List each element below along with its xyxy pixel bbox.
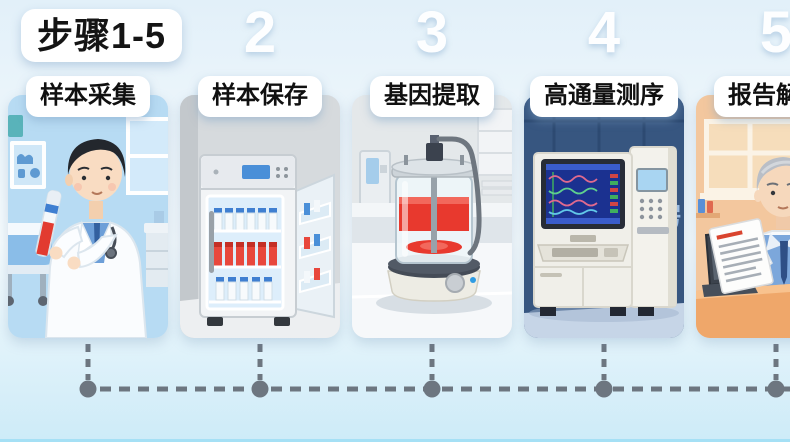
glass-vessel [391,135,482,264]
step-panel-sample-storage [180,95,340,338]
bottom-accent-strip [0,439,790,442]
timeline [79,344,790,398]
timeline-dot [767,380,785,398]
lid-connector [426,143,443,161]
step-panel-gene-extraction [352,95,512,338]
water-dispenser [359,150,391,206]
necktie [780,241,788,285]
report-document [708,218,774,294]
step-panel-report-interpretation [696,95,790,338]
gray-hair [756,157,790,191]
tube-rack-middle [209,242,281,269]
side-display [636,168,668,192]
doctor-figure [44,139,148,338]
timeline-dot [251,380,269,398]
dna-extraction-vessel-illustration [352,95,512,338]
step-panel-sample-collection [8,95,168,338]
sample-storage-freezer-illustration [180,95,340,338]
tube-rack-top [209,208,281,233]
door-handle [209,211,214,273]
tube-rack-bottom [209,277,281,304]
data-blocks [610,174,618,213]
title-badge: 步骤1-5 [21,9,183,62]
control-knob [445,273,465,293]
freezer-door-open [295,173,335,319]
wall-picture [10,141,46,189]
sequencer-tower [629,146,677,308]
button-grid [639,198,663,220]
step-label-report-interpretation: 报告解读 [714,76,790,117]
freezer-display [242,165,270,179]
step-number-5: 5 [759,0,790,65]
timeline-dot [595,380,613,398]
freezer-glass-door [205,194,285,311]
step-label-gene-extraction: 基因提取 [370,76,494,117]
sequencer-console [533,152,633,308]
wall-shelf-bottles [696,199,720,218]
timeline-dot [79,380,97,398]
doctor-collecting-blood-sample-illustration [8,95,168,338]
monitor-icon [8,115,23,137]
step-panel-sequencing: 房 [524,95,684,338]
timeline-dot [423,380,441,398]
sequencing-machine-illustration: 房 [524,95,684,338]
tubing [436,136,482,256]
window [126,117,168,195]
bedside-cart [144,211,168,287]
doctor-report-consultation-illustration [696,95,790,338]
step-number-4: 4 [587,0,621,65]
power-led [470,277,476,283]
step-number-2: 2 [243,0,277,65]
blood-sample-tube-icon [35,190,62,257]
step-label-sequencing: 高通量测序 [530,76,678,117]
step-label-sample-collection: 样本采集 [26,76,150,117]
step-label-sample-storage: 样本保存 [198,76,322,117]
wall-shelf [477,108,512,196]
step-number-3: 3 [415,0,449,65]
